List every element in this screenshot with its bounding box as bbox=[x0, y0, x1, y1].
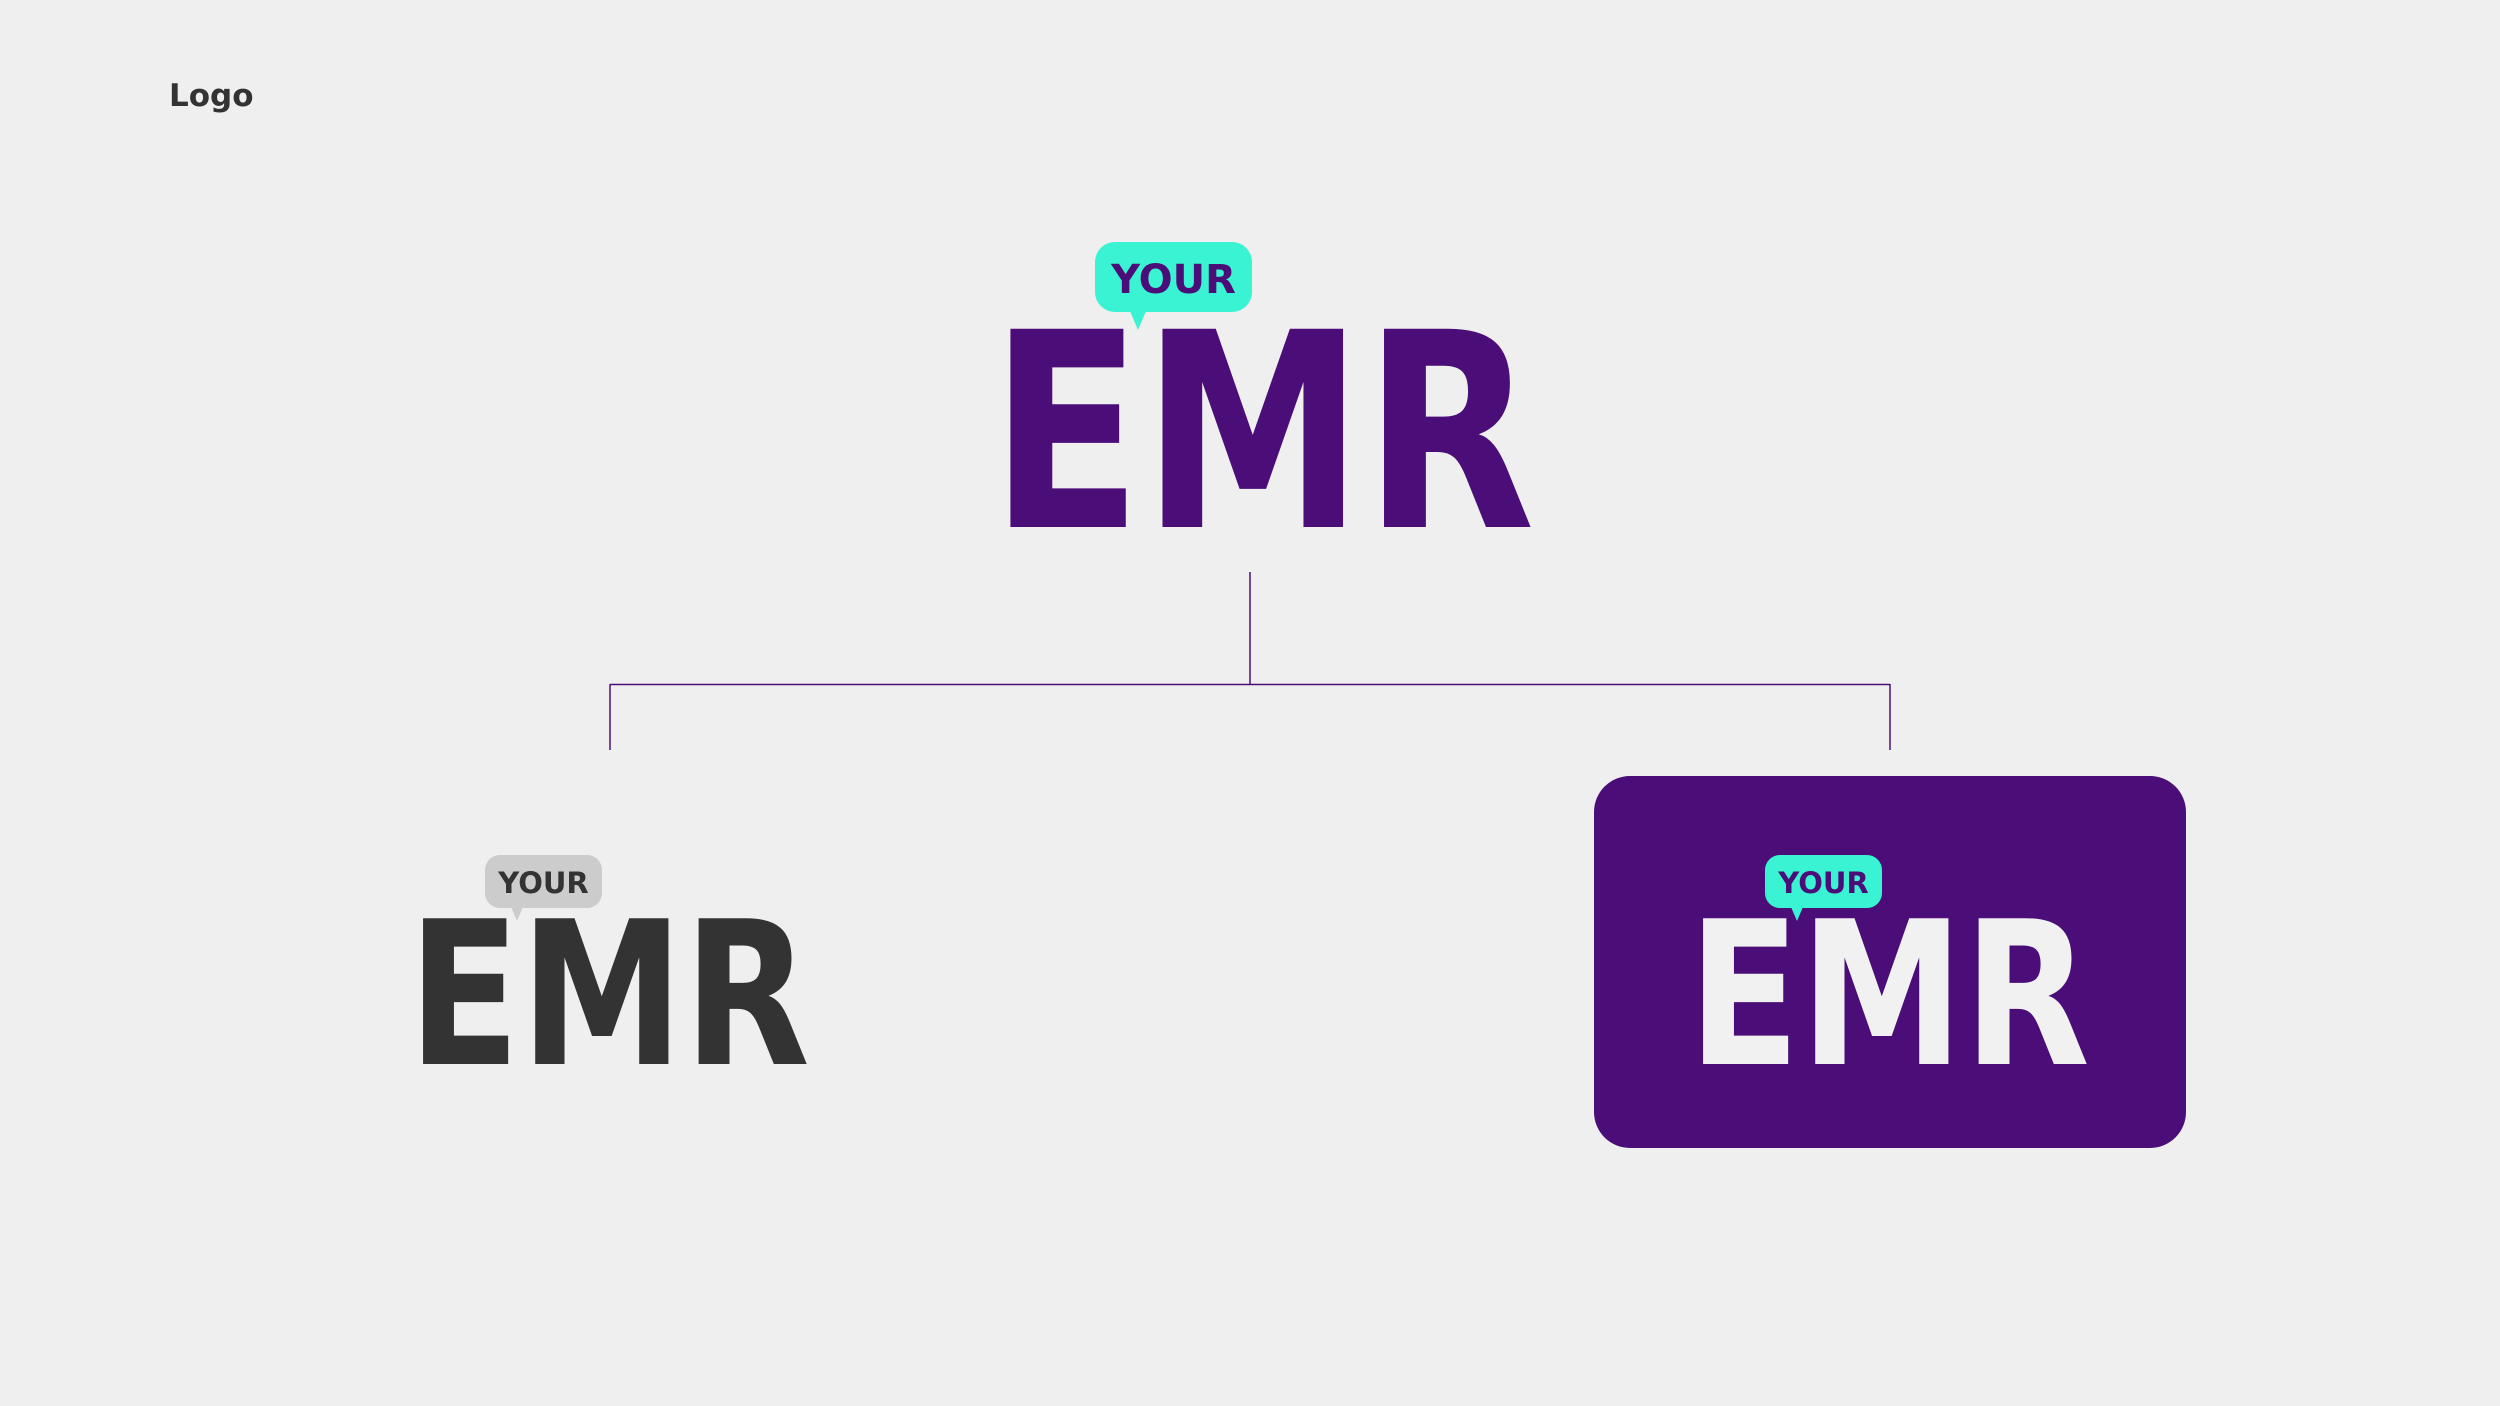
logo-wordmark: EMR bbox=[1688, 879, 2090, 1072]
speech-bubble-icon bbox=[1095, 242, 1252, 330]
logo-monochrome: YOUR EMR bbox=[408, 855, 810, 1072]
logo-wordmark: EMR bbox=[408, 879, 810, 1072]
logo-tag: YOUR bbox=[497, 866, 589, 900]
logo-wordmark: EMR bbox=[990, 276, 1535, 540]
speech-bubble-icon bbox=[1765, 855, 1882, 921]
logo-reversed-panel bbox=[1594, 776, 2186, 1148]
logo-tag: YOUR bbox=[1777, 866, 1869, 900]
logo-primary: YOUR EMR bbox=[990, 242, 1535, 540]
speech-bubble-icon bbox=[485, 855, 602, 921]
logo-tag: YOUR bbox=[1110, 257, 1236, 303]
section-title: Logo bbox=[169, 78, 254, 114]
logo-reversed: YOUR EMR bbox=[1688, 855, 2090, 1072]
